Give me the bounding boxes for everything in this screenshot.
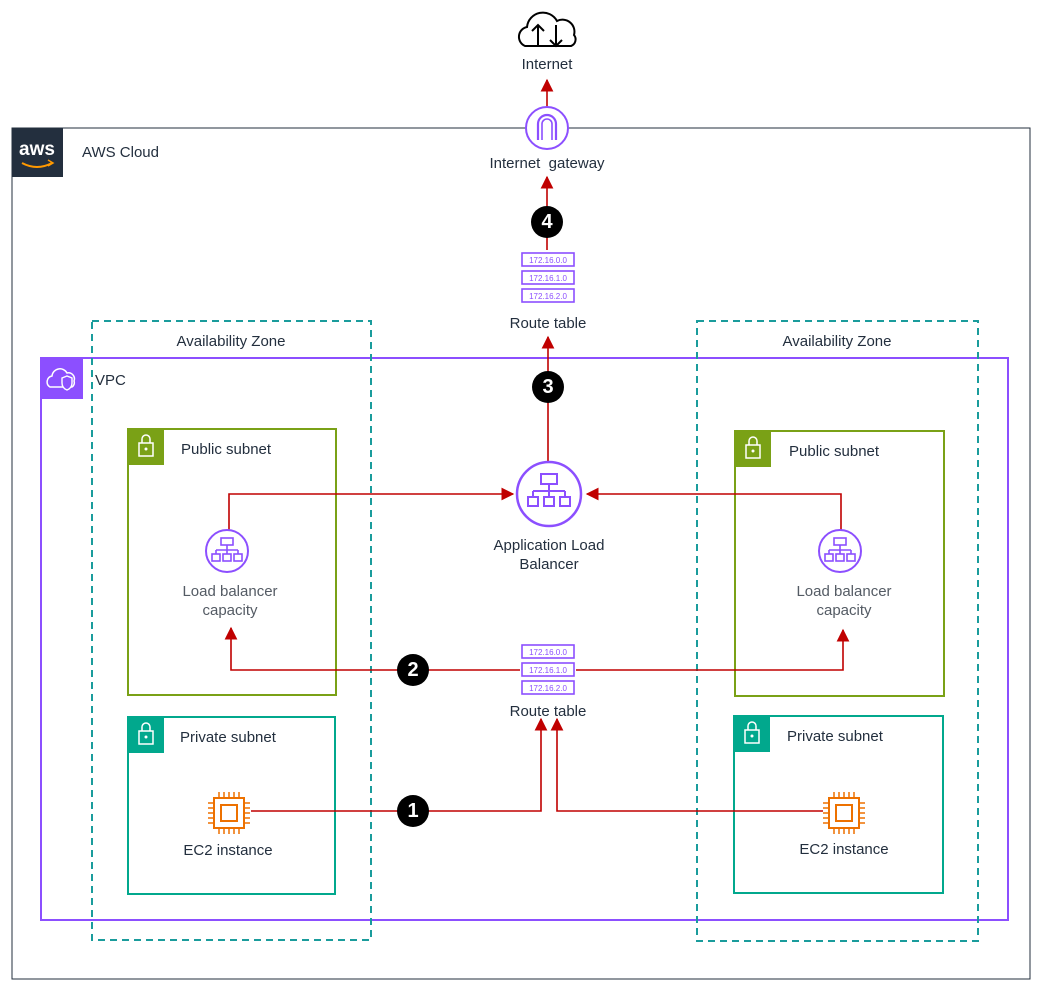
ec2-instance-icon xyxy=(208,792,250,834)
route-table-icon: 172.16.0.0 172.16.1.0 172.16.2.0 xyxy=(521,644,575,695)
public-subnet-left-label: Public subnet xyxy=(181,441,272,458)
arrow-route-table-to-left-lb xyxy=(224,626,520,671)
step-3-marker: 3 xyxy=(532,371,564,403)
load-balancer-capacity-icon xyxy=(205,529,249,573)
cloud-upload-download-icon xyxy=(517,11,577,48)
public-subnet-lock-icon xyxy=(735,431,771,467)
private-subnet-left-label: Private subnet xyxy=(180,729,276,746)
availability-zone-right xyxy=(696,320,979,942)
application-load-balancer-icon xyxy=(515,460,583,528)
route-entry-text: 172.16.1.0 xyxy=(529,666,567,675)
route-table-icon: 172.16.0.0 172.16.1.0 172.16.2.0 xyxy=(521,252,575,303)
route-entry-text: 172.16.0.0 xyxy=(529,648,567,657)
private-subnet-lock-icon xyxy=(734,716,770,752)
step-4-marker: 4 xyxy=(531,206,563,238)
private-subnet-right xyxy=(733,715,944,894)
svg-text:aws: aws xyxy=(19,139,55,160)
step-1-marker: 1 xyxy=(397,795,429,827)
arrow-route-table-to-right-lb xyxy=(576,628,850,671)
arrow-right-ec2-to-route-table xyxy=(550,717,823,812)
arrow-left-ec2-to-route-table xyxy=(251,717,548,812)
availability-zone-right-label: Availability Zone xyxy=(782,333,892,350)
aws-logo-icon: aws xyxy=(12,128,63,177)
ec2-instance-right-label: EC2 instance xyxy=(799,841,889,858)
load-balancer-capacity-icon xyxy=(818,529,862,573)
public-subnet-lock-icon xyxy=(128,429,164,465)
lb-capacity-left-line2: capacity xyxy=(202,602,258,619)
route-entry-text: 172.16.2.0 xyxy=(529,292,567,301)
route-entry-text: 172.16.1.0 xyxy=(529,274,567,283)
ec2-instance-icon xyxy=(823,792,865,834)
private-subnet-right-label: Private subnet xyxy=(787,728,883,745)
step-2-marker: 2 xyxy=(397,654,429,686)
route-entry-text: 172.16.2.0 xyxy=(529,684,567,693)
public-subnet-right xyxy=(734,430,945,697)
arrow-right-lb-to-alb xyxy=(585,487,842,530)
ec2-instance-left-label: EC2 instance xyxy=(183,842,273,859)
internet-gateway-label: Internet gateway xyxy=(489,155,605,172)
alb-label-line1: Application Load xyxy=(493,537,605,554)
route-entry-text: 172.16.0.0 xyxy=(529,256,567,265)
route-table-mid-label: Route table xyxy=(509,703,587,720)
lb-capacity-left-line1: Load balancer xyxy=(182,583,278,600)
arrow-left-lb-to-alb xyxy=(228,487,515,530)
private-subnet-lock-icon xyxy=(128,717,164,753)
internet-label: Internet xyxy=(521,56,573,73)
public-subnet-left xyxy=(127,428,337,696)
aws-cloud-label: AWS Cloud xyxy=(82,144,159,161)
lb-capacity-right-line1: Load balancer xyxy=(796,583,892,600)
public-subnet-right-label: Public subnet xyxy=(789,443,880,460)
vpc-label: VPC xyxy=(95,372,126,389)
aws-cloud-group xyxy=(11,127,1031,980)
route-table-top-label: Route table xyxy=(509,315,587,332)
vpc-icon xyxy=(41,358,83,399)
private-subnet-left xyxy=(127,716,336,895)
alb-label-line2: Balancer xyxy=(519,556,579,573)
availability-zone-left-label: Availability Zone xyxy=(176,333,286,350)
availability-zone-left xyxy=(91,320,372,941)
lb-capacity-right-line2: capacity xyxy=(816,602,872,619)
internet-gateway-icon xyxy=(525,106,569,150)
vpc-group xyxy=(40,357,1009,921)
